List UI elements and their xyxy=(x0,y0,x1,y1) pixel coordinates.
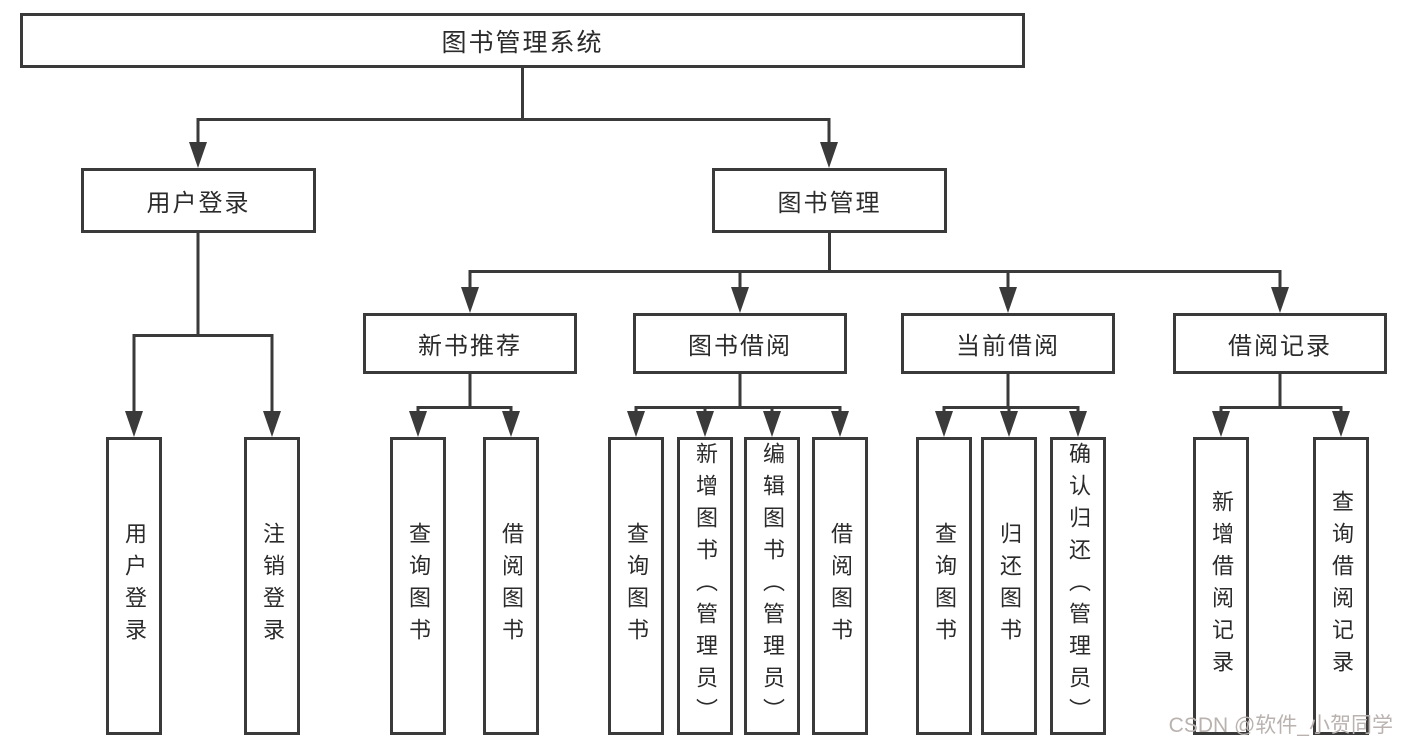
leaf-user-login: 用户登录 xyxy=(106,437,162,735)
node-new-book-recommend: 新书推荐 xyxy=(363,313,577,374)
node-borrowing-records-label: 借阅记录 xyxy=(1228,333,1332,360)
node-book-management-label: 图书管理 xyxy=(777,190,882,217)
node-borrowing-records: 借阅记录 xyxy=(1173,313,1387,374)
node-root: 图书管理系统 xyxy=(20,13,1025,68)
node-book-management: 图书管理 xyxy=(712,168,947,233)
leaf-user-login-label: 用户登录 xyxy=(122,522,147,650)
leaf-confirm-return-admin: 确认归还（管理员） xyxy=(1050,437,1106,735)
leaf-query-borrow-record: 查询借阅记录 xyxy=(1313,437,1369,735)
leaf-query-books-borrow: 查询图书 xyxy=(608,437,664,735)
leaf-add-borrow-record-label: 新增借阅记录 xyxy=(1209,490,1234,682)
leaf-add-books-admin: 新增图书（管理员） xyxy=(677,437,733,735)
arrowhead-icons xyxy=(125,142,1350,437)
leaf-query-books-current-label: 查询图书 xyxy=(932,522,957,650)
leaf-add-books-admin-label: 新增图书（管理员） xyxy=(693,442,718,730)
node-book-borrowing-label: 图书借阅 xyxy=(688,333,792,360)
node-current-borrowing: 当前借阅 xyxy=(901,313,1115,374)
leaf-query-books-recommend-label: 查询图书 xyxy=(406,522,431,650)
leaf-logout-label: 注销登录 xyxy=(260,522,285,650)
leaf-borrow-books-label: 借阅图书 xyxy=(828,522,853,650)
node-user-login-label: 用户登录 xyxy=(146,190,251,217)
node-book-borrowing: 图书借阅 xyxy=(633,313,847,374)
leaf-edit-books-admin: 编辑图书（管理员） xyxy=(744,437,800,735)
leaf-query-borrow-record-label: 查询借阅记录 xyxy=(1329,490,1354,682)
leaf-confirm-return-admin-label: 确认归还（管理员） xyxy=(1066,442,1091,730)
leaf-return-books: 归还图书 xyxy=(981,437,1037,735)
leaf-borrow-books: 借阅图书 xyxy=(812,437,868,735)
leaf-borrow-books-recommend-label: 借阅图书 xyxy=(499,522,524,650)
node-new-book-recommend-label: 新书推荐 xyxy=(418,333,522,360)
leaf-return-books-label: 归还图书 xyxy=(997,522,1022,650)
node-root-label: 图书管理系统 xyxy=(441,28,604,57)
leaf-query-books-current: 查询图书 xyxy=(916,437,972,735)
leaf-query-books-borrow-label: 查询图书 xyxy=(624,522,649,650)
leaf-edit-books-admin-label: 编辑图书（管理员） xyxy=(760,442,785,730)
leaf-query-books-recommend: 查询图书 xyxy=(390,437,446,735)
node-user-login: 用户登录 xyxy=(81,168,316,233)
leaf-logout: 注销登录 xyxy=(244,437,300,735)
leaf-add-borrow-record: 新增借阅记录 xyxy=(1193,437,1249,735)
leaf-borrow-books-recommend: 借阅图书 xyxy=(483,437,539,735)
node-current-borrowing-label: 当前借阅 xyxy=(956,333,1060,360)
csdn-watermark: CSDN @软件_小贺同学 xyxy=(1168,714,1393,737)
